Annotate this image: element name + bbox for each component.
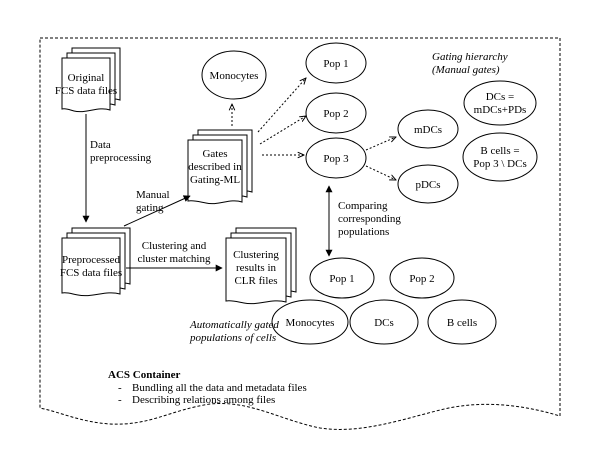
acs-container-outline (39, 37, 561, 430)
gates-line1: Gates (202, 148, 227, 160)
svg-text:Pop 2: Pop 2 (323, 108, 348, 120)
svg-text:DCs: DCs (374, 317, 394, 329)
pop-bcells-auto: B cells (427, 299, 497, 345)
dotted-arrow-pop2 (259, 116, 306, 145)
svg-text:Pop 3: Pop 3 (323, 153, 349, 165)
svg-text:DCs =: DCs = (486, 91, 515, 103)
original-fcs-files: Original FCS data files (55, 47, 121, 113)
label-preprocessing-1: Data (90, 139, 111, 151)
svg-text:Pop 2: Pop 2 (409, 273, 434, 285)
svg-text:Monocytes: Monocytes (210, 70, 259, 82)
clr-files: Clustering results in CLR files (225, 227, 297, 305)
label-manual-gating-1: Manual (136, 189, 170, 201)
svg-text:mDCs: mDCs (414, 124, 442, 136)
pop2-auto: Pop 2 (389, 257, 455, 299)
label-comparing-1: Comparing (338, 200, 388, 212)
label-preprocessing-2: preprocessing (90, 152, 152, 164)
label-comparing-2: corresponding (338, 213, 401, 225)
svg-text:Monocytes: Monocytes (286, 317, 335, 329)
label-clustering-1: Clustering and (142, 240, 207, 252)
svg-text:Pop 1: Pop 1 (329, 273, 354, 285)
dotted-arrow-pdcs (365, 165, 396, 180)
dotted-arrow-mdcs (365, 137, 396, 151)
auto-caption-2: populations of cells (189, 332, 276, 344)
pop-monocytes-auto: Monocytes (271, 299, 349, 345)
acs-bullet-2: Describing relations among files (132, 394, 275, 406)
pop1-auto: Pop 1 (309, 257, 375, 299)
clr-line3: CLR files (234, 275, 277, 287)
dcs-definition: DCs = mDCs+PDs (463, 80, 537, 126)
svg-text:B cells =: B cells = (480, 145, 519, 157)
clr-line1: Clustering (233, 249, 279, 261)
acs-bullet-dash-1: - (118, 382, 122, 394)
svg-text:Pop 3 \ DCs: Pop 3 \ DCs (473, 158, 527, 170)
gates-line3: Gating-ML (190, 174, 240, 186)
svg-text:mDCs+PDs: mDCs+PDs (474, 104, 527, 116)
pop-pdcs: pDCs (397, 164, 459, 204)
pop1-manual: Pop 1 (305, 42, 367, 84)
gating-hierarchy-caption-2: (Manual gates) (432, 64, 500, 76)
pop-mdcs: mDCs (397, 109, 459, 149)
svg-text:B cells: B cells (447, 317, 477, 329)
gates-line2: described in (188, 161, 242, 173)
original-files-line2: FCS data files (55, 85, 117, 97)
arrow-manual-gating (123, 195, 191, 227)
original-files-line1: Original (68, 72, 105, 84)
pop-dcs-auto: DCs (349, 299, 419, 345)
acs-container-title: ACS Container (108, 369, 181, 381)
acs-bullet-1: Bundling all the data and metadata files (132, 382, 307, 394)
clr-line2: results in (236, 262, 277, 274)
preprocessed-files-line1: Preprocessed (62, 254, 121, 266)
label-clustering-2: cluster matching (137, 253, 211, 265)
preprocessed-fcs-files: Preprocessed FCS data files (60, 227, 131, 297)
pop-monocytes-manual: Monocytes (201, 50, 267, 100)
acs-bullet-dash-2: - (118, 394, 122, 406)
auto-caption-1: Automatically gated (189, 319, 279, 331)
gating-hierarchy-caption-1: Gating hierarchy (432, 51, 508, 63)
bcells-definition: B cells = Pop 3 \ DCs (462, 132, 538, 182)
pop3-manual: Pop 3 (305, 137, 367, 179)
pop2-manual: Pop 2 (305, 92, 367, 134)
gating-ml-files: Gates described in Gating-ML (187, 129, 253, 205)
preprocessed-files-line2: FCS data files (60, 267, 122, 279)
dotted-arrow-pop1 (257, 78, 306, 133)
label-manual-gating-2: gating (136, 202, 164, 214)
svg-text:Pop 1: Pop 1 (323, 58, 348, 70)
svg-text:pDCs: pDCs (415, 179, 440, 191)
label-comparing-3: populations (338, 226, 389, 238)
